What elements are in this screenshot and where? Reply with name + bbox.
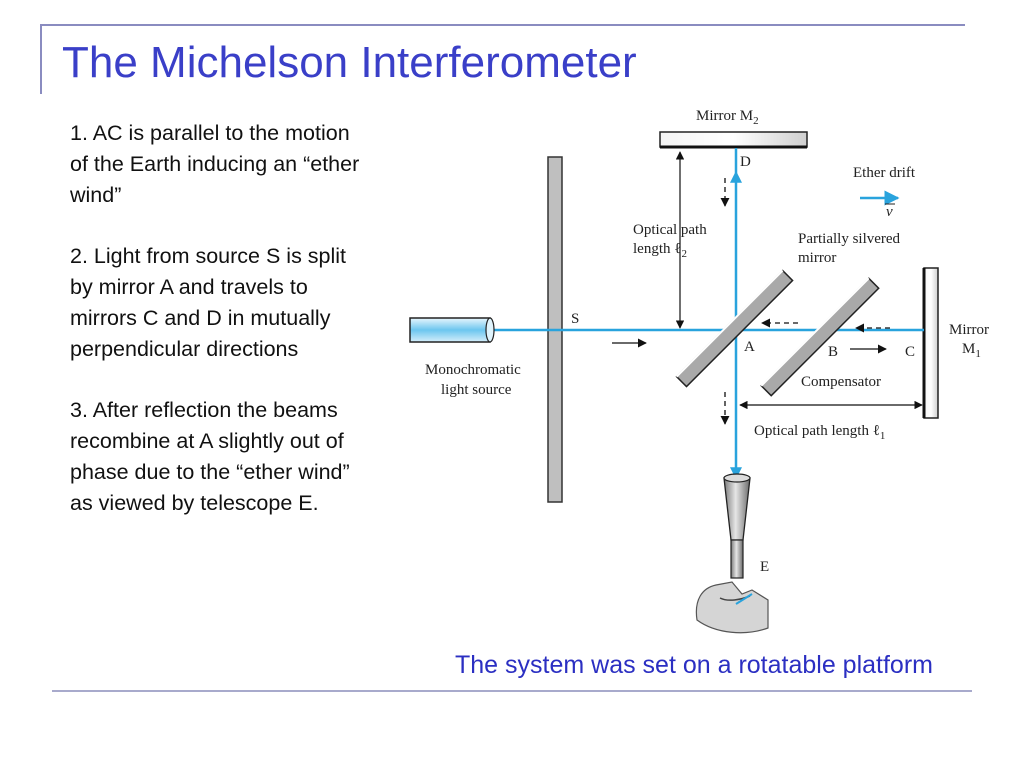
telescope-lens	[723, 473, 751, 483]
beam-splitter-a	[675, 269, 794, 388]
label-monochromatic: Monochromatic	[425, 362, 521, 378]
telescope-eyepiece	[730, 539, 744, 579]
platform-caption: The system was set on a rotatable platfo…	[455, 651, 933, 679]
mirror-m2	[659, 131, 808, 148]
mirror-m1	[923, 267, 939, 419]
label-a: A	[744, 339, 755, 355]
label-s: S	[571, 311, 579, 327]
label-optical-path-l2-1: Optical path	[633, 222, 707, 238]
label-light-source: light source	[441, 382, 512, 398]
top-rule	[40, 24, 965, 26]
bullet-point-3: 3. After reflection the beams recombine …	[70, 398, 350, 515]
label-compensator: Compensator	[801, 374, 881, 390]
observer-eye	[695, 581, 769, 634]
slide-title: The Michelson Interferometer	[62, 38, 637, 87]
light-source	[409, 317, 491, 343]
label-optical-path-l1: Optical path length ℓ1	[754, 423, 885, 442]
label-m1: M1	[962, 341, 981, 360]
telescope-e	[723, 477, 751, 541]
bullet-list: 1. AC is parallel to the motion of the E…	[70, 118, 370, 549]
label-mirror-m1: Mirror	[949, 322, 989, 338]
bullet-point-1: 1. AC is parallel to the motion of the E…	[70, 121, 360, 207]
label-b: B	[828, 344, 838, 360]
left-rule	[40, 24, 42, 94]
label-vector-v: v	[886, 204, 893, 220]
bottom-rule	[52, 690, 972, 692]
observer-eye-highlight	[735, 593, 753, 605]
label-c: C	[905, 344, 915, 360]
label-mirror-m2: Mirror M2	[696, 108, 759, 127]
label-e: E	[760, 559, 769, 575]
label-partially-silvered: Partially silvered	[798, 231, 901, 247]
label-ether-drift: Ether drift	[853, 165, 916, 181]
label-d: D	[740, 154, 751, 170]
compensator-plate	[760, 277, 880, 397]
light-source-lens	[485, 317, 495, 343]
bullet-point-2: 2. Light from source S is split by mirro…	[70, 244, 347, 361]
label-optical-path-l2-2: length ℓ2	[633, 241, 687, 260]
label-partially-silvered-mirror: mirror	[798, 250, 836, 266]
